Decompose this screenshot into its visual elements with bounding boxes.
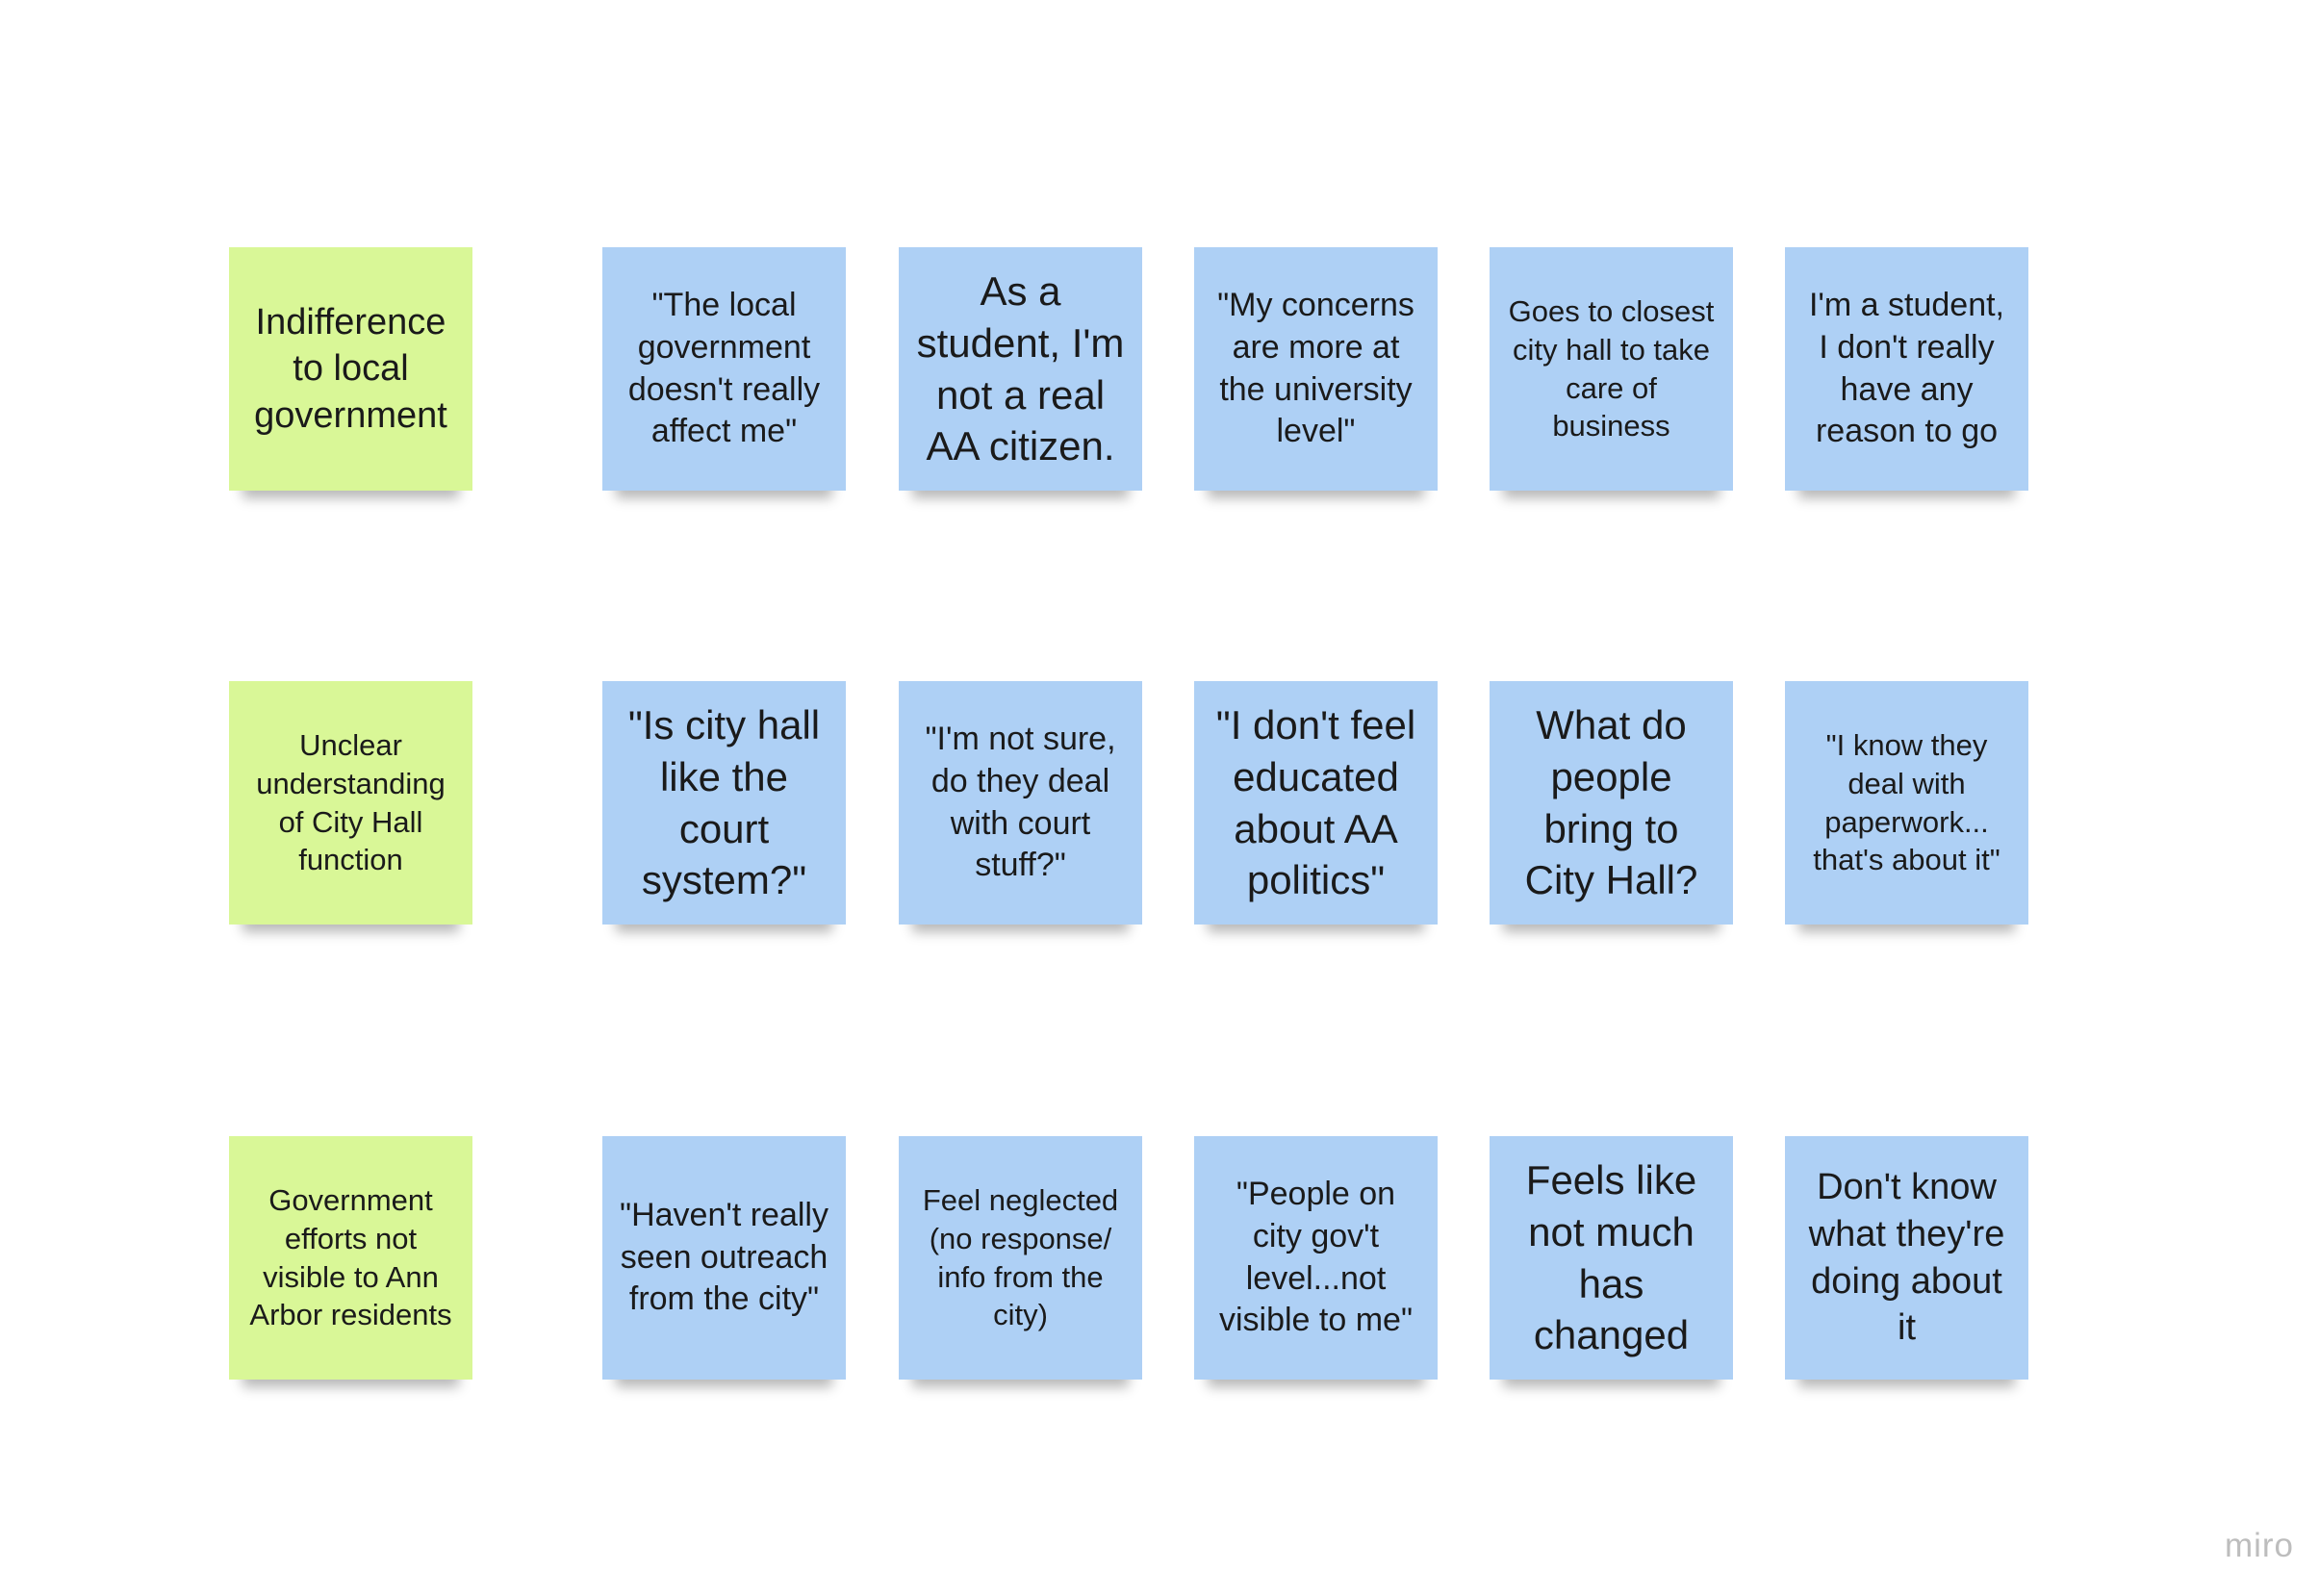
sticky-note[interactable]: "The local government doesn't really aff… [602,247,846,491]
sticky-note[interactable]: "I don't feel educated about AA politics… [1194,681,1438,925]
note-text: As a student, I'm not a real AA citizen. [916,268,1125,469]
sticky-note[interactable]: Feel neglected (no response/ info from t… [899,1136,1142,1380]
sticky-note[interactable]: As a student, I'm not a real AA citizen. [899,247,1142,491]
theme-note-government-efforts[interactable]: Government efforts not visible to Ann Ar… [229,1136,472,1380]
note-text: I'm a student, I don't really have any r… [1808,287,2005,450]
note-text: Unclear understanding of City Hall funct… [256,728,446,877]
sticky-note[interactable]: Goes to closest city hall to take care o… [1490,247,1733,491]
note-text: Government efforts not visible to Ann Ar… [249,1183,452,1332]
note-row-indifference: Indifference to local government "The lo… [0,247,2319,497]
note-text: "Haven't really seen outreach from the c… [620,1197,828,1318]
note-text: Don't know what they're doing about it [1808,1167,2005,1349]
sticky-note[interactable]: "Is city hall like the court system?" [602,681,846,925]
miro-logo: miro [2224,1527,2294,1564]
sticky-note[interactable]: "My concerns are more at the university … [1194,247,1438,491]
note-text: What do people bring to City Hall? [1524,702,1698,903]
note-text: Goes to closest city hall to take care o… [1508,294,1715,443]
sticky-note[interactable]: "Haven't really seen outreach from the c… [602,1136,846,1380]
sticky-note[interactable]: What do people bring to City Hall? [1490,681,1733,925]
note-text: "People on city gov't level...not visibl… [1218,1176,1414,1339]
note-text: "Is city hall like the court system?" [627,702,821,903]
theme-note-unclear-understanding[interactable]: Unclear understanding of City Hall funct… [229,681,472,925]
sticky-note[interactable]: "I know they deal with paperwork... that… [1785,681,2028,925]
note-text: "I know they deal with paperwork... that… [1813,728,2000,877]
sticky-note[interactable]: Don't know what they're doing about it [1785,1136,2028,1380]
note-text: "I'm not sure, do they deal with court s… [925,721,1116,884]
note-text: "The local government doesn't really aff… [627,287,821,450]
note-text: "My concerns are more at the university … [1217,287,1414,450]
note-row-government-efforts: Government efforts not visible to Ann Ar… [0,1136,2319,1386]
theme-note-indifference[interactable]: Indifference to local government [229,247,472,491]
note-row-unclear-understanding: Unclear understanding of City Hall funct… [0,681,2319,931]
sticky-note[interactable]: I'm a student, I don't really have any r… [1785,247,2028,491]
sticky-note[interactable]: "I'm not sure, do they deal with court s… [899,681,1142,925]
note-text: "I don't feel educated about AA politics… [1215,702,1416,903]
note-text: Feels like not much has changed [1525,1157,1697,1358]
sticky-note[interactable]: "People on city gov't level...not visibl… [1194,1136,1438,1380]
note-text: Indifference to local government [254,301,447,436]
note-text: Feel neglected (no response/ info from t… [922,1183,1119,1332]
sticky-note[interactable]: Feels like not much has changed [1490,1136,1733,1380]
